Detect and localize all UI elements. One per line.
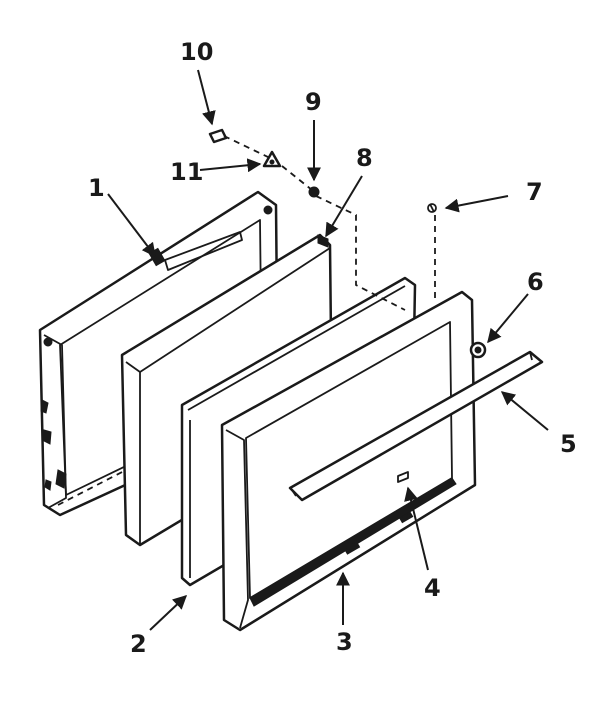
callout-7: 7 xyxy=(526,178,543,206)
callout-5: 5 xyxy=(560,430,577,458)
callout-3: 3 xyxy=(336,628,353,656)
part-bracket xyxy=(469,341,487,359)
callout-4: 4 xyxy=(424,574,441,602)
callout-6: 6 xyxy=(527,268,544,296)
callout-labels: 1 2 3 4 5 6 7 8 9 10 11 xyxy=(88,38,577,658)
part-screw-10 xyxy=(208,128,228,144)
callout-1: 1 xyxy=(88,174,105,202)
callout-2: 2 xyxy=(130,630,147,658)
part-screw-7 xyxy=(427,203,437,213)
part-handle xyxy=(288,350,544,502)
callout-9: 9 xyxy=(305,88,322,116)
part-clip-11 xyxy=(262,150,282,168)
callout-10: 10 xyxy=(180,38,213,66)
callout-leaders xyxy=(107,69,549,631)
callout-8: 8 xyxy=(356,144,373,172)
callout-11: 11 xyxy=(170,158,203,186)
assembly-dashed-lines xyxy=(57,135,436,506)
